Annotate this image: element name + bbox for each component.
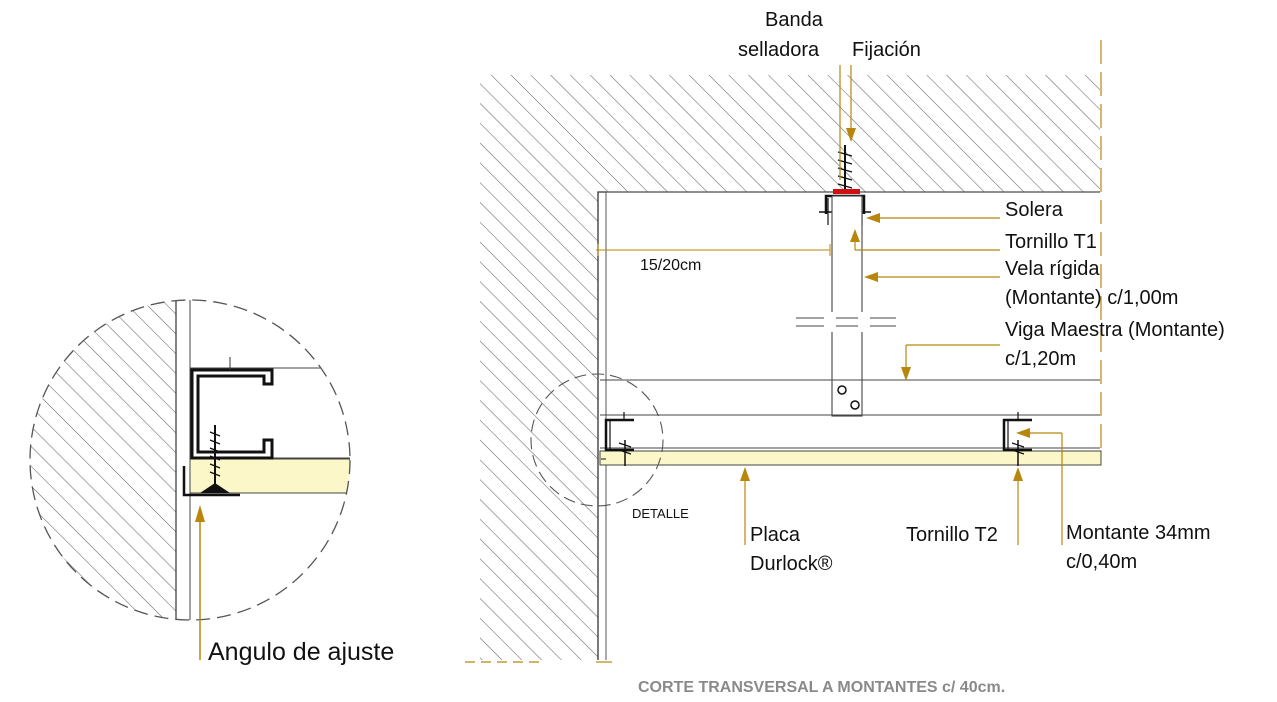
screw-head-icon [837, 385, 847, 395]
tornillo-t2-arrow-icon [1013, 467, 1023, 481]
viga-label-line2: c/1,20m [1005, 348, 1076, 370]
placa-label-line1: Placa [750, 524, 801, 546]
angulo-label: Angulo de ajuste [208, 638, 394, 666]
viga-arrow-icon [901, 367, 911, 381]
fijacion-arrow-icon [846, 128, 856, 142]
main-section: DETALLE 15/20cm Banda selladora Fijación… [465, 9, 1225, 663]
solera-arrow-icon [866, 213, 880, 223]
tornillo-t2-label: Tornillo T2 [906, 524, 998, 546]
vela-rigida-stud [831, 195, 863, 417]
vela-label-line2: (Montante) c/1,00m [1005, 287, 1178, 309]
fijacion-anchor-icon [837, 145, 853, 192]
banda-label-line1: Banda [765, 9, 824, 31]
fijacion-label: Fijación [852, 39, 921, 61]
placa-label-line2: Durlock® [750, 553, 833, 575]
detalle-label: DETALLE [632, 506, 689, 521]
dimension-label: 15/20cm [640, 257, 701, 274]
banda-selladora-strip [833, 189, 860, 194]
break-mask [790, 312, 900, 332]
detail-marker-circle [530, 373, 664, 507]
vela-arrow-icon [864, 272, 878, 282]
montante-label-line2: c/0,40m [1066, 551, 1137, 573]
detail-stud-profile [190, 368, 274, 460]
screw-head-icon [850, 400, 860, 410]
drawing-caption: CORTE TRANSVERSAL A MONTANTES c/ 40cm. [638, 679, 1005, 696]
detail-angle-profile [182, 466, 240, 497]
tornillo-t1-arrow-icon [850, 229, 860, 242]
detail-wall-hatch [30, 300, 176, 620]
montante-arrow-icon [1016, 428, 1030, 438]
tornillo-t1-label: Tornillo T1 [1005, 231, 1097, 253]
solera-label: Solera [1005, 199, 1064, 221]
detail-circle-outline [29, 299, 351, 621]
angulo-arrow-icon [195, 505, 205, 522]
viga-label-line1: Viga Maestra (Montante) [1005, 319, 1225, 341]
detail-screw-icon [200, 425, 230, 493]
banda-label-line2: selladora [738, 39, 820, 61]
detail-view: Angulo de ajuste [29, 299, 394, 666]
placa-arrow-icon [740, 467, 750, 481]
vela-label-line1: Vela rígida [1005, 258, 1100, 280]
placa-board [599, 450, 1102, 466]
montante-label-line1: Montante 34mm [1066, 522, 1211, 544]
